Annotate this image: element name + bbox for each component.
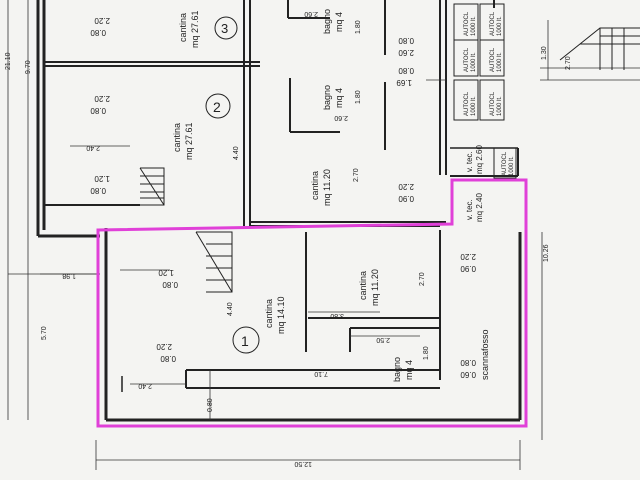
dim-1-80-low: 1.80 — [423, 346, 430, 360]
dim-4-40-low: 4.40 — [227, 302, 234, 316]
autocl-6-cap: 1000 lt. — [497, 96, 503, 116]
dim-21-10: 21.10 — [5, 52, 12, 70]
w-bagno-mid-2: 1.69 — [396, 78, 412, 87]
dim-2-70-top: 2.70 — [353, 168, 360, 182]
stairs-top — [139, 167, 165, 206]
autocl-4-label: AUTOCL — [490, 47, 496, 72]
cantina-mid-area: mq 11.20 — [322, 169, 332, 206]
vtec-2-area: mq 2.40 — [475, 193, 484, 222]
w-bagno-top-1: 0.80 — [398, 36, 414, 45]
w-scann-b-1: 0.80 — [460, 358, 476, 367]
window-labels: 2.20 0.80 2.20 0.80 1.20 0.80 0.80 2.60 … — [90, 16, 476, 379]
w-unit1-b-2: 0.80 — [160, 354, 176, 363]
w-bagno-mid-1: 0.80 — [398, 66, 414, 75]
w-mid-left-2: 0.80 — [90, 106, 106, 115]
vtec-1-area: mq 2.60 — [475, 145, 484, 174]
dim-7-10: 7.10 — [314, 370, 328, 377]
cantina-1-name: cantina — [264, 299, 274, 328]
dim-12-50: 12.50 — [294, 460, 312, 467]
dimension-lines — [7, 0, 640, 470]
autocl-3-cap: 1000 lt. — [471, 52, 477, 72]
unit-number-3: 3 — [221, 21, 228, 36]
dim-2-50: 2.50 — [376, 336, 390, 343]
unit-number-1: 1 — [241, 333, 249, 349]
w-mid-left-1: 2.20 — [94, 94, 110, 103]
dim-2-70-low: 2.70 — [419, 272, 426, 286]
unit-number-2-badge: 2 — [205, 93, 231, 119]
vtec-1-name: v. tec. — [465, 151, 474, 172]
autocl-3-label: AUTOCL — [464, 47, 470, 72]
w-scann-a-1: 2.20 — [460, 252, 476, 261]
dim-1-98: 1.98 — [62, 272, 76, 279]
cantina-2-name: cantina — [172, 123, 182, 152]
w-top-left-2: 0.80 — [90, 28, 106, 37]
cantina-2-area: mq 27.61 — [184, 122, 194, 160]
unit-1-highlight-outline — [96, 178, 528, 428]
walls — [36, 0, 522, 422]
dim-2-40-low: 2.40 — [138, 382, 152, 389]
bagno-top-area: mq 4 — [334, 12, 344, 32]
w-low-left-2: 0.80 — [90, 186, 106, 195]
cantina-3-area: mq 27.61 — [190, 10, 200, 48]
bagno-lower-area: mq 4 — [404, 360, 414, 380]
autocl-6-label: AUTOCL — [490, 91, 496, 116]
unit-number-3-badge: 3 — [214, 16, 238, 40]
dim-9-70: 9.70 — [25, 60, 32, 74]
w-scann-a-2: 0.90 — [460, 264, 476, 273]
dim-3-80: 3.80 — [330, 312, 344, 319]
stairs-lower — [195, 231, 233, 293]
dim-10-26: 10.26 — [543, 244, 550, 262]
autocl-4-cap: 1000 lt. — [497, 52, 503, 72]
w-low-left-1: 1.20 — [94, 174, 110, 183]
cantina-lower-area: mq 11.20 — [370, 269, 380, 306]
vtec-2-name: v. tec. — [465, 199, 474, 220]
stairs-right — [559, 27, 640, 70]
autocl-1-cap: 1000 lt. — [471, 16, 477, 36]
w-unit1-a-1: 1.20 — [158, 268, 174, 277]
w-cantina-mid-1: 2.20 — [398, 182, 414, 191]
w-cantina-mid-2: 0.90 — [398, 194, 414, 203]
unit-number-2: 2 — [213, 99, 221, 115]
dim-2-40: 2.40 — [86, 144, 100, 151]
dim-5-70: 5.70 — [41, 326, 48, 340]
autocl-1-label: AUTOCL — [464, 11, 470, 36]
w-bagno-top-2: 2.60 — [398, 48, 414, 57]
autoclave-tanks — [453, 3, 517, 179]
cantina-mid-name: cantina — [310, 171, 320, 200]
autocl-5-cap: 1000 lt. — [471, 96, 477, 116]
dim-1-30: 1.30 — [541, 46, 548, 60]
dimension-labels: 2.60 1.80 2.60 1.80 2.40 4.40 2.70 4.40 … — [5, 10, 572, 467]
bagno-mid-area: mq 4 — [334, 88, 344, 108]
autocl-5-label: AUTOCL — [464, 91, 470, 116]
autocl-2-label: AUTOCL — [490, 11, 496, 36]
w-top-left-1: 2.20 — [94, 16, 110, 25]
dim-2-70-side: 2.70 — [565, 56, 572, 70]
w-unit1-b-1: 2.20 — [156, 342, 172, 351]
dim-1-80-top: 1.80 — [355, 20, 362, 34]
scannafosso-label: scannafosso — [480, 329, 490, 380]
bagno-mid-name: bagno — [322, 85, 332, 110]
dim-1-80-mid: 1.80 — [355, 90, 362, 104]
bagno-top-name: bagno — [322, 9, 332, 34]
cantina-3-name: cantina — [178, 13, 188, 42]
bagno-lower-name: bagno — [392, 357, 402, 382]
cantina-1-area: mq 14.10 — [276, 296, 286, 334]
dim-2-60-mid: 2.60 — [334, 114, 348, 121]
w-scann-b-2: 0.60 — [460, 370, 476, 379]
autocl-2-cap: 1000 lt. — [497, 16, 503, 36]
cantina-lower-name: cantina — [358, 271, 368, 300]
w-unit1-a-2: 0.80 — [162, 280, 178, 289]
dim-4-40-top: 4.40 — [233, 146, 240, 160]
dim-0-80: 0.80 — [207, 398, 214, 412]
dim-2-60: 2.60 — [304, 10, 318, 17]
unit-number-1-badge: 1 — [232, 326, 260, 354]
autocl-7-label: AUTOCL — [502, 151, 508, 176]
autocl-7-cap: 1000 lt. — [509, 156, 515, 176]
